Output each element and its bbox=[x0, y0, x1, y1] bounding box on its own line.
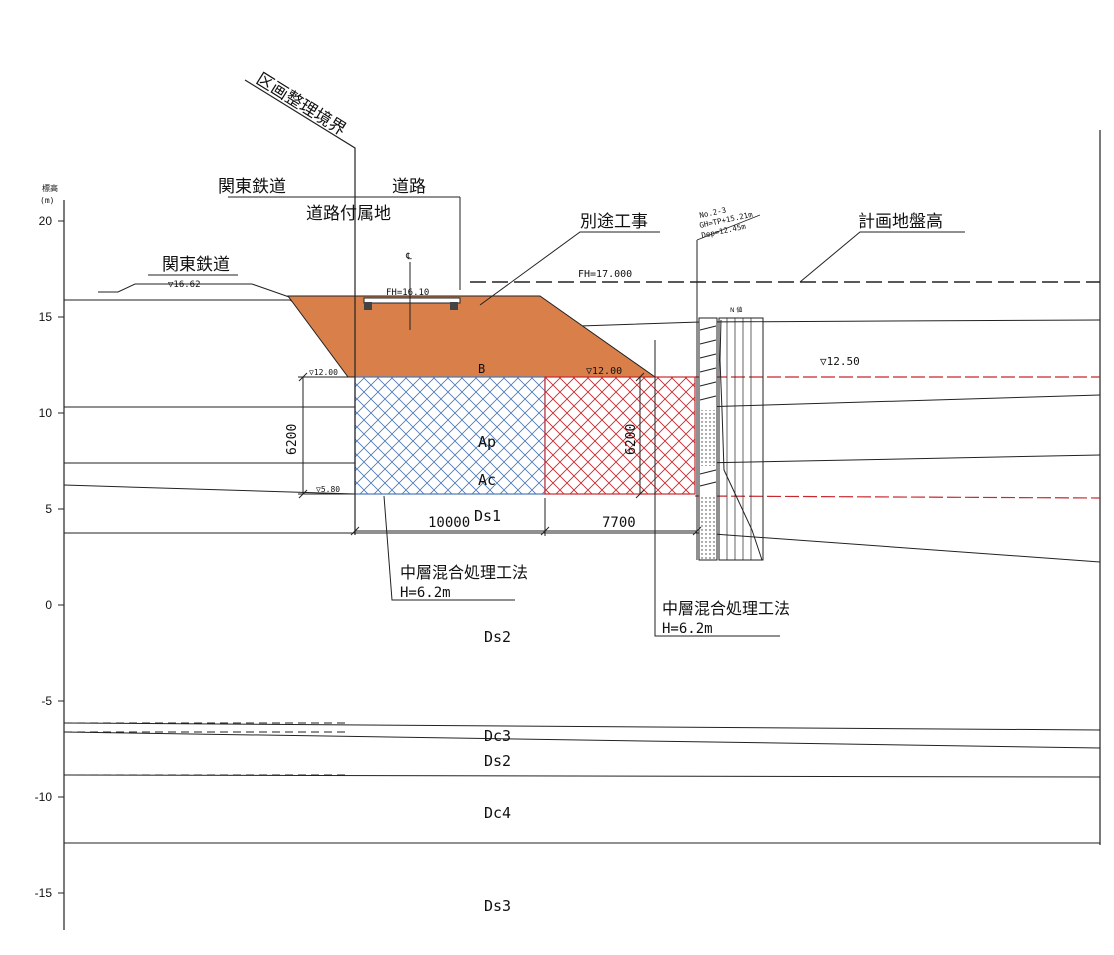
method-right-height: H=6.2m bbox=[662, 621, 713, 637]
layer-dc3-label: Dc3 bbox=[484, 727, 511, 745]
axis-tick-label: 20 bbox=[39, 214, 53, 228]
boundary-marker bbox=[244, 79, 356, 535]
layer-dc4-label: Dc4 bbox=[484, 804, 511, 822]
dim-6200-left: 6200 bbox=[285, 424, 300, 455]
elevation-axis: 標高 (m) 20 15 10 5 0 -5 -10 -15 bbox=[35, 183, 65, 930]
road-label: 道路 bbox=[392, 177, 426, 197]
boundary-ds2-top-right bbox=[699, 532, 1101, 563]
improvement-zone-red bbox=[544, 376, 696, 495]
boundary-ap-top-right bbox=[699, 394, 1101, 408]
borehole-log: No.2-3 GH=TP+15.21m Dep=12.45m N 値 bbox=[696, 206, 764, 561]
borehole-n-value-label: N 値 bbox=[730, 306, 742, 314]
stratum-dashed-lines bbox=[64, 722, 345, 844]
axis-ticks bbox=[58, 220, 64, 894]
layer-ds1-label: Ds1 bbox=[474, 507, 501, 525]
road-annex-label: 道路付属地 bbox=[306, 204, 391, 224]
axis-tick-label: 15 bbox=[39, 310, 53, 324]
boundary-dc3-top bbox=[63, 722, 1101, 731]
elevation-1200-right: ▽12.00 bbox=[586, 366, 622, 377]
axis-tick-label: -10 bbox=[35, 790, 53, 804]
method-left-label: 中層混合処理工法 bbox=[400, 563, 528, 582]
embankment-fill bbox=[287, 295, 657, 378]
method-right-leader bbox=[654, 340, 780, 637]
elevation-1200-left: ▽12.00 bbox=[309, 368, 338, 377]
railway-ground-line bbox=[98, 283, 293, 299]
axis-tick-label: -5 bbox=[41, 694, 52, 708]
boundary-ac-top-right bbox=[699, 454, 1101, 464]
fh-17-label: FH=17.000 bbox=[578, 269, 632, 280]
layer-ds2-label: Ds2 bbox=[484, 628, 511, 646]
elevation-580-label: ▽5.80 bbox=[316, 485, 340, 494]
improvement-zone-blue bbox=[354, 376, 546, 495]
layer-b-label: B bbox=[478, 362, 485, 376]
layer-ds2-lower-label: Ds2 bbox=[484, 752, 511, 770]
planned-ground-label: 計画地盤高 bbox=[858, 212, 943, 232]
road-structure bbox=[363, 262, 461, 330]
layer-ds3-label: Ds3 bbox=[484, 897, 511, 915]
boundary-label: 区画整理境界 bbox=[252, 69, 349, 140]
centerline-icon: ℄ bbox=[405, 252, 412, 262]
axis-tick-label: 5 bbox=[45, 502, 52, 516]
boundary-dc4-top bbox=[63, 774, 1101, 778]
method-left-height: H=6.2m bbox=[400, 585, 451, 601]
layer-ac-label: Ac bbox=[478, 471, 496, 489]
boundary-dc3-bottom bbox=[63, 731, 1101, 749]
elevation-1250-label: ▽12.50 bbox=[820, 355, 860, 368]
kanto-railway-top-label: 関東鉄道 bbox=[218, 177, 286, 197]
dim-6200-right: 6200 bbox=[624, 424, 639, 455]
dimension-right-vertical bbox=[635, 372, 645, 499]
dim-7700: 7700 bbox=[602, 515, 636, 531]
dimension-left-vertical bbox=[298, 372, 355, 499]
red-bottom-line bbox=[694, 495, 1101, 499]
method-left-leader bbox=[383, 495, 515, 601]
fh-1610-label: FH=16.10 bbox=[386, 288, 429, 298]
planned-ground-leader bbox=[799, 231, 965, 283]
axis-tick-label: -15 bbox=[35, 886, 53, 900]
separate-work-label: 別途工事 bbox=[580, 212, 648, 232]
dimension-horizontal bbox=[350, 498, 702, 536]
axis-tick-label: 0 bbox=[45, 598, 52, 612]
boundary-ds1-top bbox=[63, 484, 356, 495]
axis-tick-label: 10 bbox=[39, 406, 53, 420]
method-right-label: 中層混合処理工法 bbox=[662, 599, 790, 618]
axis-label-elevation: 標高 bbox=[42, 183, 58, 193]
kanto-railway-left-label: 関東鉄道 bbox=[162, 255, 230, 275]
axis-label-unit: (m) bbox=[40, 196, 54, 205]
layer-ap-label: Ap bbox=[478, 433, 496, 451]
separate-work-leader bbox=[479, 231, 660, 306]
dim-10000: 10000 bbox=[428, 515, 470, 531]
elevation-1662-label: ▽16.62 bbox=[168, 280, 201, 290]
